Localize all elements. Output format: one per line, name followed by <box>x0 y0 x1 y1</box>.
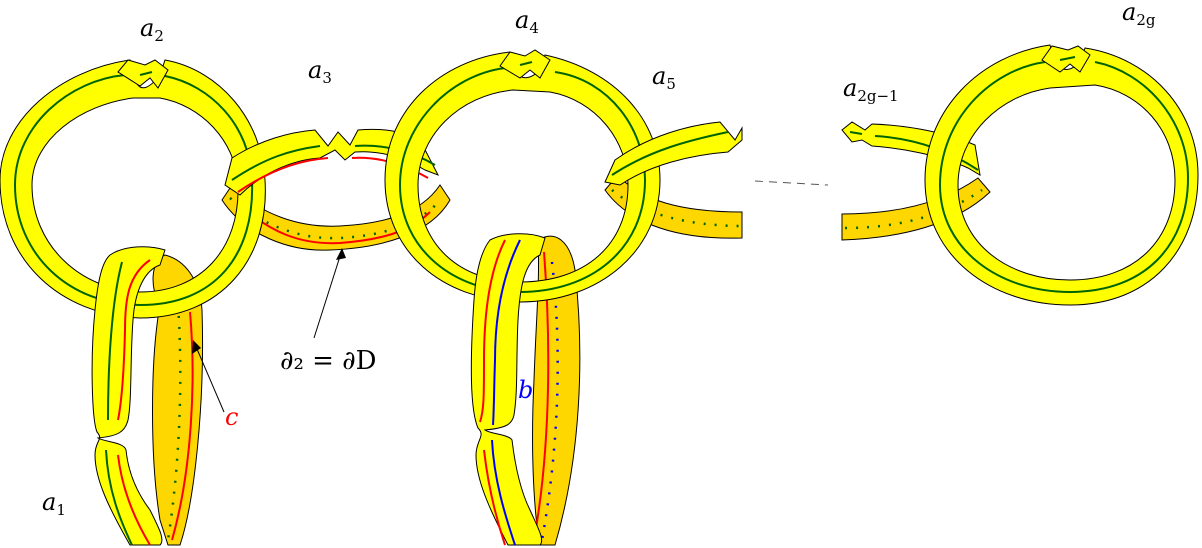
label-a4: a4 <box>515 6 539 37</box>
label-a5: a5 <box>652 62 676 93</box>
label-c: c <box>225 403 239 431</box>
label-a2g-minus-1: a2g−1 <box>843 74 899 105</box>
label-a2: a2 <box>140 14 164 45</box>
label-a2g: a2g <box>1122 0 1156 29</box>
band-a5-front <box>604 121 743 186</box>
ring-a2 <box>0 59 266 319</box>
ellipsis-dashes <box>754 180 829 186</box>
c-arrow <box>192 340 225 413</box>
label-a3: a3 <box>308 56 332 87</box>
label-boundary: ∂₂ = ∂D <box>280 346 377 376</box>
ring-a2g <box>924 44 1199 306</box>
band-a1-back <box>152 254 204 546</box>
label-a1: a1 <box>42 488 66 519</box>
label-b: b <box>518 376 534 404</box>
band-a3-front <box>224 128 440 196</box>
boundary-arrow <box>313 248 346 339</box>
band-a1-front <box>91 246 166 546</box>
band-a4-lower-front <box>470 233 546 546</box>
